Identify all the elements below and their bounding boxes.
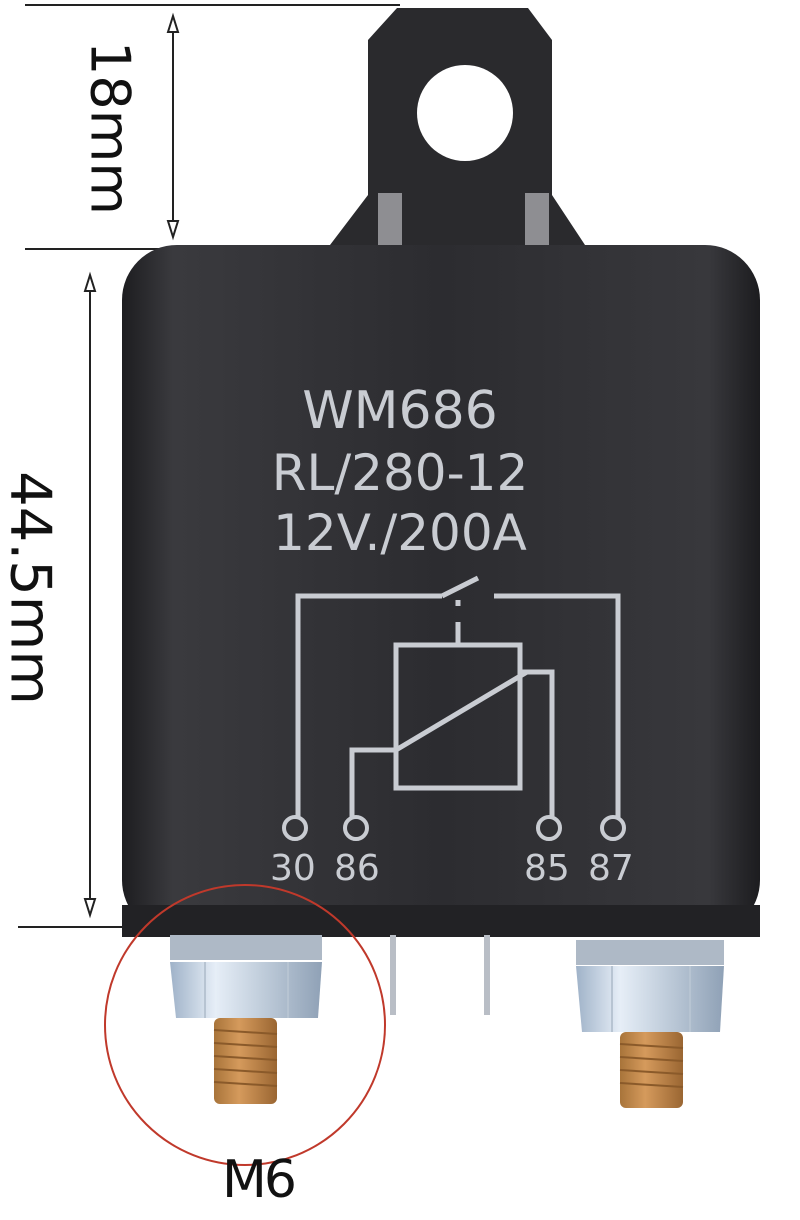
part-number-label: RL/280-12 — [271, 444, 529, 502]
pin-86-label: 86 — [334, 848, 380, 889]
relay-body — [122, 245, 760, 935]
blade-terminal — [484, 935, 490, 1015]
pin-terminals — [282, 815, 626, 841]
m6-highlight-circle — [104, 884, 386, 1166]
pin-30-label: 30 — [270, 848, 316, 889]
rating-label: 12V./200A — [273, 504, 527, 562]
thread-size-label: M6 — [222, 1150, 297, 1210]
pin-85-label: 85 — [524, 848, 570, 889]
model-label: WM686 — [302, 381, 498, 441]
right-stud — [576, 940, 724, 1108]
pin-87-label: 87 — [588, 848, 634, 889]
blade-terminal — [390, 935, 396, 1015]
dimension-lines — [18, 4, 400, 928]
body-height-label: 44.5mm — [0, 471, 63, 705]
circuit-diagram — [295, 575, 621, 818]
tab-height-label: 18mm — [78, 41, 142, 215]
left-stud — [170, 935, 322, 1104]
